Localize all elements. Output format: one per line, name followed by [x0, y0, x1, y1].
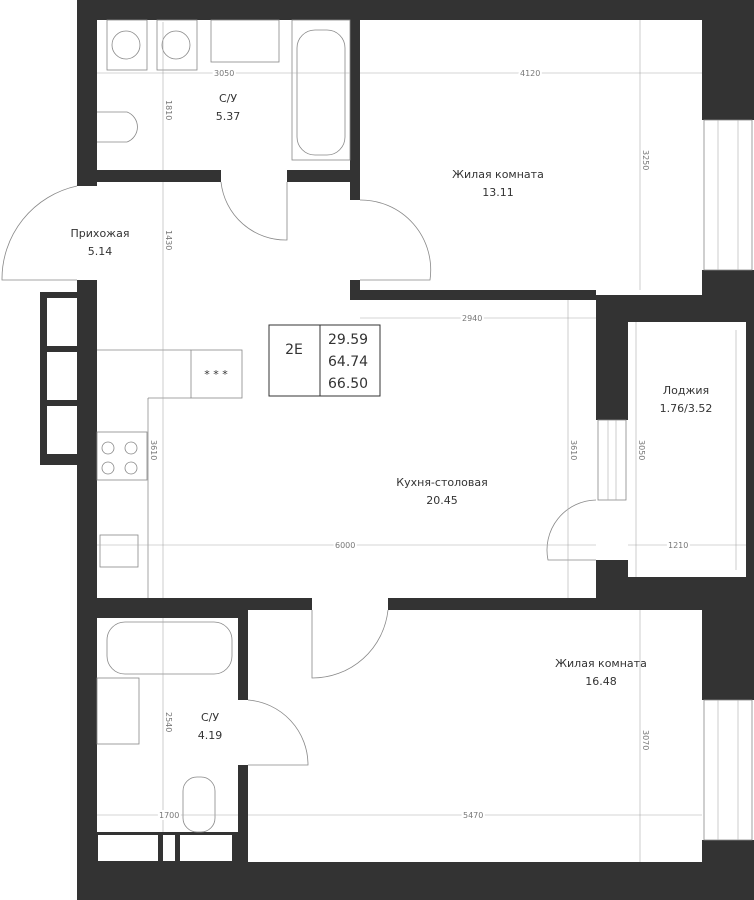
dim-label: 3070 — [641, 730, 650, 750]
dim-label: 3610 — [569, 440, 578, 460]
apartment-info-box: 2Е 29.59 64.74 66.50 — [268, 324, 381, 397]
dim-label: 3250 — [641, 150, 650, 170]
room-name: Жилая комната — [555, 657, 647, 670]
dim-label: 2940 — [462, 314, 482, 323]
fixtures: * * * — [96, 19, 351, 833]
dimension-labels: 3050 1810 4120 3250 1430 2940 3610 3610 … — [149, 67, 690, 822]
total-area: 64.74 — [328, 354, 368, 370]
dim-label: 3050 — [214, 69, 234, 78]
room-area: 13.11 — [482, 186, 514, 199]
room-name: Кухня-столовая — [396, 476, 487, 489]
dimension-lines — [97, 20, 746, 862]
room-area: 1.76/3.52 — [660, 402, 713, 415]
windows — [597, 119, 753, 841]
room-labels: С/У 5.37 Прихожая 5.14 Жилая комната 13.… — [71, 92, 713, 742]
total-area-with-loggia: 66.50 — [328, 376, 368, 392]
room-name: С/У — [201, 711, 219, 724]
room-name: Жилая комната — [452, 168, 544, 181]
living-area: 29.59 — [328, 332, 368, 348]
room-area: 4.19 — [198, 729, 223, 742]
room-name: С/У — [219, 92, 237, 105]
dim-label: 6000 — [335, 541, 355, 550]
dim-label: 2540 — [164, 712, 173, 732]
stove-marks: * * * — [204, 368, 228, 381]
dim-label: 1210 — [668, 541, 688, 550]
dim-label: 1700 — [159, 811, 179, 820]
walls — [40, 0, 754, 900]
dim-label: 1430 — [164, 230, 173, 250]
room-name: Прихожая — [71, 227, 130, 240]
apartment-type: 2Е — [285, 342, 303, 358]
room-area: 16.48 — [585, 675, 617, 688]
doors — [1, 181, 597, 766]
dim-label: 4120 — [520, 69, 540, 78]
room-area: 5.37 — [216, 110, 241, 123]
dim-label: 5470 — [463, 811, 483, 820]
dim-label: 3050 — [637, 440, 646, 460]
room-area: 20.45 — [426, 494, 458, 507]
dim-label: 3610 — [149, 440, 158, 460]
room-name: Лоджия — [663, 384, 709, 397]
dim-label: 1810 — [164, 100, 173, 120]
room-area: 5.14 — [88, 245, 113, 258]
